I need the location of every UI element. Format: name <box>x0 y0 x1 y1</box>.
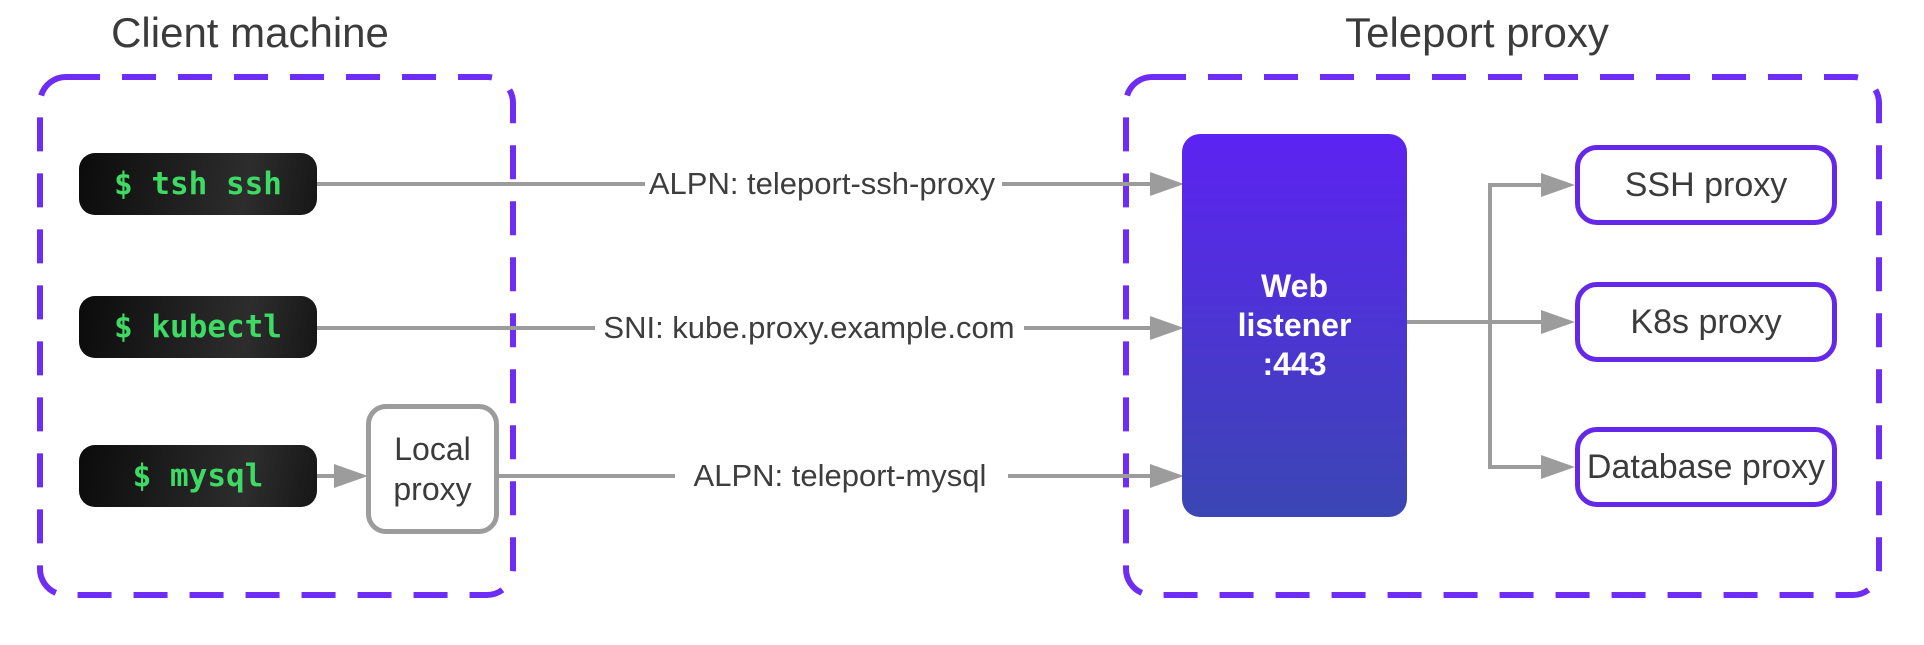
connection-line <box>1490 320 1542 324</box>
local-proxy-box: Local proxy <box>366 404 499 534</box>
k8s-proxy-label: K8s proxy <box>1630 302 1782 341</box>
connection-label-sni-kube: SNI: kube.proxy.example.com <box>603 310 1015 345</box>
terminal-pill-tsh-ssh: $ tsh ssh <box>79 153 317 215</box>
branch-vertical-line <box>1488 183 1492 469</box>
connection-line <box>317 326 595 330</box>
connection-label-alpn-ssh: ALPN: teleport-ssh-proxy <box>648 166 996 201</box>
teleport-proxy-title: Teleport proxy <box>1345 9 1609 56</box>
connection-line <box>1002 182 1152 186</box>
arrow-right-icon <box>1150 316 1184 340</box>
terminal-pill-kubectl: $ kubectl <box>79 296 317 358</box>
teleport-proxy-dashed-box <box>1123 74 1882 598</box>
terminal-command-mysql: $ mysql <box>132 458 264 494</box>
web-listener-box: Web listener :443 <box>1182 134 1407 517</box>
database-proxy-label: Database proxy <box>1586 447 1826 486</box>
arrow-right-icon <box>334 464 368 488</box>
client-machine-title: Client machine <box>111 9 389 56</box>
arrow-right-icon <box>1541 310 1575 334</box>
arrow-right-icon <box>1541 173 1575 197</box>
terminal-pill-mysql: $ mysql <box>79 445 317 507</box>
client-machine-dashed-box <box>37 74 516 598</box>
connection-label-alpn-mysql: ALPN: teleport-mysql <box>693 458 987 493</box>
connection-line <box>317 474 337 478</box>
web-listener-label-line1: Web <box>1261 268 1328 304</box>
connection-line <box>1490 465 1542 469</box>
connection-line <box>1024 326 1152 330</box>
ssh-proxy-box: SSH proxy <box>1575 145 1837 225</box>
ssh-proxy-label: SSH proxy <box>1624 165 1788 204</box>
terminal-command-kubectl: $ kubectl <box>114 309 282 345</box>
local-proxy-label-line1: Local <box>394 431 471 467</box>
arrow-right-icon <box>1150 464 1184 488</box>
arrow-right-icon <box>1541 455 1575 479</box>
connection-line <box>317 182 645 186</box>
arrow-right-icon <box>1150 172 1184 196</box>
web-listener-label-line2: listener <box>1237 307 1352 343</box>
connection-line <box>1407 320 1492 324</box>
k8s-proxy-box: K8s proxy <box>1575 282 1837 362</box>
connection-line <box>1490 183 1542 187</box>
local-proxy-label-line2: proxy <box>393 471 472 507</box>
database-proxy-box: Database proxy <box>1575 427 1837 507</box>
connection-line <box>1008 474 1152 478</box>
connection-line <box>499 474 675 478</box>
terminal-command-tsh-ssh: $ tsh ssh <box>114 166 282 202</box>
web-listener-port: :443 <box>1262 346 1327 382</box>
